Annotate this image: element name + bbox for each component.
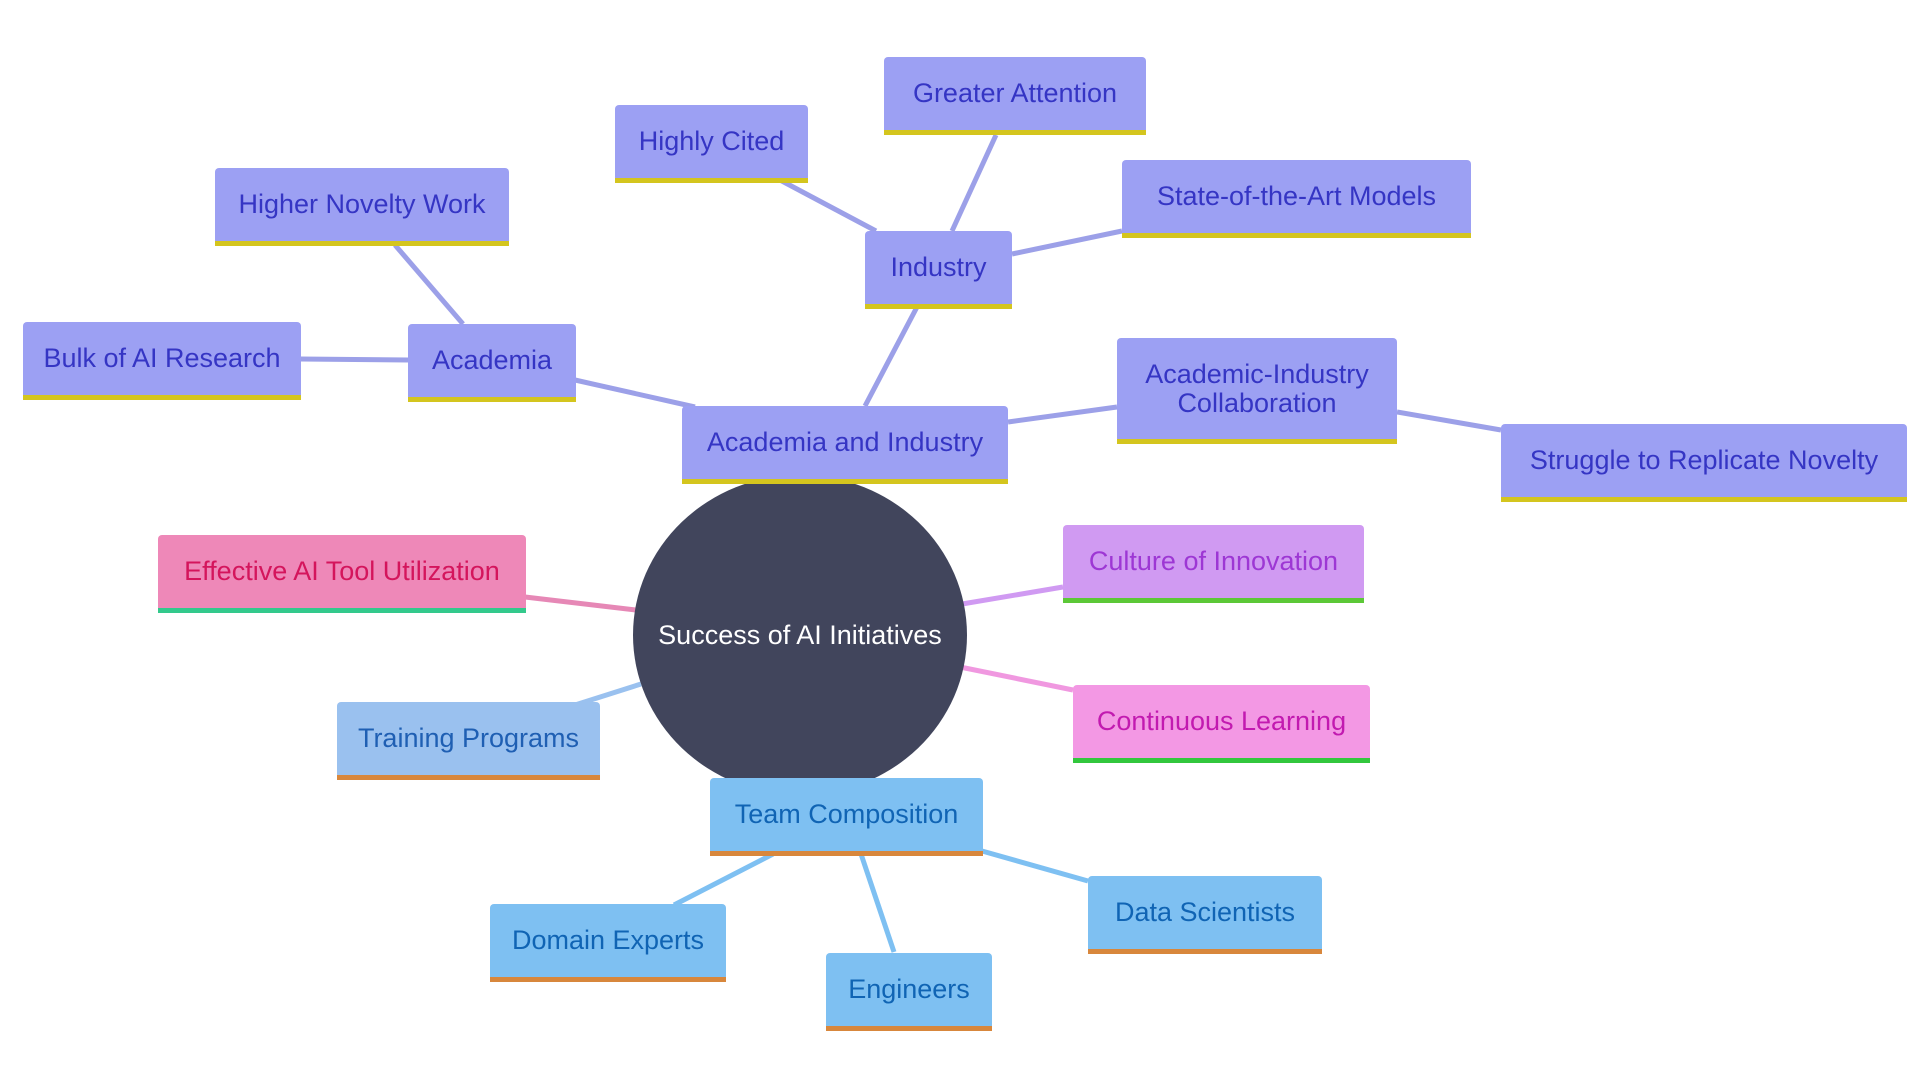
edge-ai-collaboration xyxy=(1007,404,1118,425)
edge-center-tool-use xyxy=(524,594,637,613)
edge-center-training xyxy=(574,681,642,708)
edge-collab-struggle xyxy=(1396,409,1502,433)
node-academia: Academia xyxy=(408,324,576,402)
node-struggle-to-replicate-novelty: Struggle to Replicate Novelty xyxy=(1501,424,1907,502)
node-academia-and-industry: Academia and Industry xyxy=(682,406,1008,484)
edge-industry-stateofart xyxy=(1011,228,1123,257)
edge-industry-cited xyxy=(778,177,878,234)
node-data-scientists: Data Scientists xyxy=(1088,876,1322,954)
central-topic: Success of AI Initiatives xyxy=(633,475,967,795)
node-highly-cited: Highly Cited xyxy=(615,105,808,183)
edge-industry-attention xyxy=(949,133,999,233)
node-training-programs: Training Programs xyxy=(337,702,600,780)
edge-academia-novelty xyxy=(393,243,465,326)
edge-ai-academia xyxy=(574,377,696,410)
node-higher-novelty-work: Higher Novelty Work xyxy=(215,168,509,246)
node-engineers: Engineers xyxy=(826,953,992,1031)
edge-ai-industry xyxy=(862,305,920,408)
edge-team-scientists xyxy=(981,848,1089,884)
node-effective-ai-tool-utilization: Effective AI Tool Utilization xyxy=(158,535,526,613)
edge-team-domain xyxy=(672,851,775,908)
node-culture-of-innovation: Culture of Innovation xyxy=(1063,525,1364,603)
edge-academia-bulk xyxy=(299,356,409,363)
node-state-of-the-art-models: State-of-the-Art Models xyxy=(1122,160,1471,238)
node-domain-experts: Domain Experts xyxy=(490,904,726,982)
node-bulk-of-ai-research: Bulk of AI Research xyxy=(23,322,301,400)
node-academic-industry-collaboration: Academic-Industry Collaboration xyxy=(1117,338,1397,444)
edge-center-culture xyxy=(961,584,1064,607)
edge-team-engineers xyxy=(858,853,897,953)
node-industry: Industry xyxy=(865,231,1012,309)
node-team-composition: Team Composition xyxy=(710,778,983,856)
node-continuous-learning: Continuous Learning xyxy=(1073,685,1370,763)
edge-center-learning xyxy=(959,664,1074,693)
node-greater-attention: Greater Attention xyxy=(884,57,1146,135)
node-academic-industry-collaboration-label: Academic-Industry Collaboration xyxy=(1145,358,1369,418)
